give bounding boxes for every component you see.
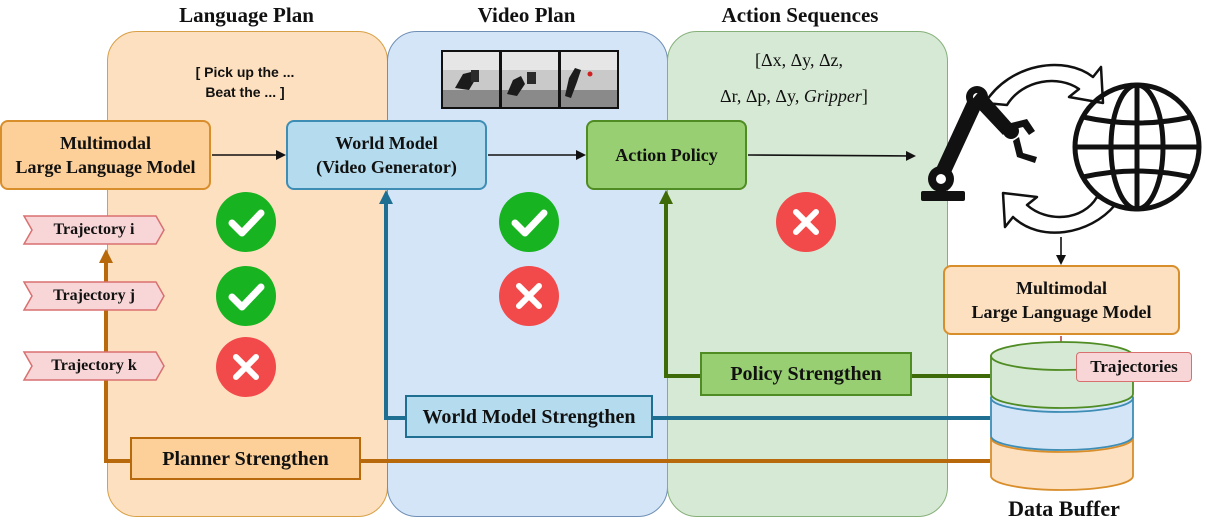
action-policy-box: Action Policy (586, 120, 747, 190)
language-plan-line2: Beat the ... ] (205, 84, 285, 100)
mllm-right-line2: Large Language Model (971, 302, 1152, 322)
cycle-arrows-icon (983, 63, 1117, 234)
robot-arm-icon (921, 86, 1037, 201)
cross-icon (233, 354, 259, 380)
planner-strengthen-box: Planner Strengthen (130, 437, 361, 480)
mllm-left-box: Multimodal Large Language Model (0, 120, 211, 190)
language-plan-line1: [ Pick up the ... (195, 64, 295, 80)
world-model-box: World Model (Video Generator) (286, 120, 487, 190)
video-plan-title: Video Plan (477, 3, 576, 27)
world-model-line1: World Model (335, 133, 438, 153)
action-math-prefix: Δr, Δp, Δy, (720, 86, 804, 106)
language-plan-title: Language Plan (179, 3, 314, 27)
mllm-left-line2: Large Language Model (15, 157, 196, 177)
data-buffer-label: Data Buffer (1008, 496, 1120, 521)
mllm-right-line1: Multimodal (1015, 278, 1107, 298)
action-sequences-title: Action Sequences (721, 3, 879, 27)
planner-feedback-arrow (99, 249, 990, 463)
action-math-line2: Δr, Δp, Δy, Gripper] (720, 86, 868, 107)
mark-action-1 (776, 192, 836, 252)
action-math-gripper: Gripper (803, 86, 862, 106)
mark-video-2 (499, 266, 559, 326)
mark-video-1 (499, 192, 559, 252)
trajectory-tags-bg (22, 215, 165, 381)
world-model-feedback-arrow (379, 190, 990, 420)
cross-icon (793, 209, 819, 235)
check-icon (511, 209, 548, 237)
mark-language-2 (216, 266, 276, 326)
mllm-right-box: Multimodal Large Language Model (943, 265, 1180, 335)
mark-language-1 (216, 192, 276, 252)
check-icon (228, 209, 265, 237)
trajectory-tag-shape-k (22, 351, 165, 381)
cross-icon (516, 283, 542, 309)
world-model-line2: (Video Generator) (316, 157, 457, 177)
video-frame-3 (561, 52, 617, 107)
arrow-policy-to-robot (747, 150, 916, 161)
check-icon (228, 283, 265, 311)
mllm-left-line1: Multimodal (59, 133, 151, 153)
trajectory-tag-shape-i (22, 215, 165, 245)
video-frame-1 (443, 52, 499, 107)
trajectory-tag-k: Trajectory k (51, 357, 137, 374)
action-math-line1: [Δx, Δy, Δz, (755, 50, 844, 70)
action-math-suffix: ] (861, 86, 868, 106)
robot-environment-icon (921, 63, 1202, 234)
globe-icon (1072, 82, 1202, 212)
trajectory-tag-shape-j (22, 281, 165, 311)
video-frames-image (441, 50, 619, 109)
policy-strengthen-box: Policy Strengthen (700, 352, 912, 396)
world-model-strengthen-box: World Model Strengthen (405, 395, 653, 438)
trajectories-label: Trajectories (1076, 352, 1192, 382)
action-sequences-panel (667, 31, 948, 517)
trajectory-tag-i: Trajectory i (53, 221, 135, 238)
trajectory-tag-j: Trajectory j (53, 287, 135, 304)
video-frame-2 (502, 52, 558, 107)
language-plan-text: [ Pick up the ... Beat the ... ] (150, 62, 340, 102)
mark-language-3 (216, 337, 276, 397)
